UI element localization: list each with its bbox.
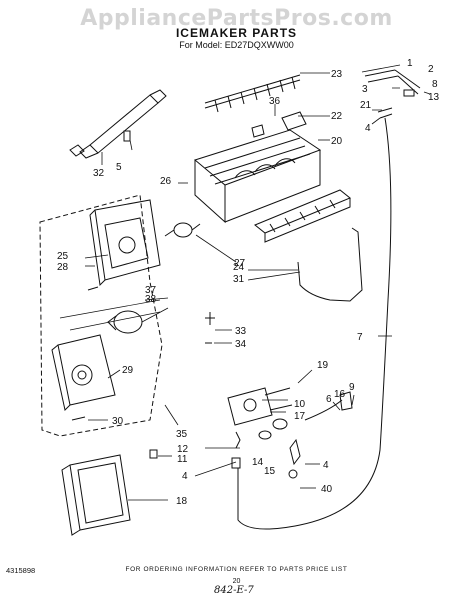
page-number: 20 (232, 578, 241, 585)
ordering-note: FOR ORDERING INFORMATION REFER TO PARTS … (125, 566, 348, 573)
callout-3: 3 (362, 84, 368, 95)
callout-40: 40 (321, 484, 333, 495)
callout-16: 16 (334, 389, 346, 400)
part-16 (339, 391, 353, 411)
fill-tube-part (69, 89, 167, 159)
callout-34: 34 (235, 339, 247, 350)
callout-4d: 4 (323, 460, 329, 471)
shutoff-arm-part (297, 227, 363, 302)
callout-13: 13 (428, 92, 440, 103)
callout-20: 20 (331, 136, 343, 147)
callout-17: 17 (294, 411, 306, 422)
callout-labels: 1 2 3 4 5 6 7 8 9 10 11 12 13 14 15 16 1… (57, 58, 440, 507)
callout-5: 5 (116, 162, 122, 173)
callout-4c: 4 (182, 471, 188, 482)
part-40 (288, 469, 298, 479)
callout-29: 29 (122, 365, 134, 376)
inlet-fitting-part (364, 69, 421, 119)
callout-10: 10 (294, 399, 306, 410)
nut-part-4 (289, 438, 301, 466)
callout-22: 22 (331, 111, 343, 122)
ejector-part (204, 74, 301, 113)
callout-25: 25 (57, 251, 69, 262)
callout-7: 7 (357, 332, 363, 343)
callout-33: 33 (235, 326, 247, 337)
stripper-part (254, 189, 351, 243)
coupler-part (164, 222, 201, 238)
document-code: 4315898 (6, 566, 36, 575)
callout-36: 36 (269, 96, 281, 107)
callout-26: 26 (160, 176, 172, 187)
callout-18: 18 (176, 496, 188, 507)
callout-1: 1 (407, 58, 413, 69)
callout-31: 31 (233, 274, 245, 285)
callout-11: 11 (177, 454, 188, 465)
panel-part (61, 454, 131, 536)
leader-lines (84, 64, 431, 501)
callout-2: 2 (428, 64, 434, 75)
callout-24: 24 (233, 262, 245, 273)
callout-28: 28 (57, 262, 69, 273)
callout-15: 15 (264, 466, 276, 477)
callout-12: 12 (177, 444, 189, 455)
callout-19: 19 (317, 360, 329, 371)
harness-part (205, 312, 215, 325)
callout-35: 35 (176, 429, 188, 440)
mold-part (193, 129, 322, 224)
handwritten-note: 842-E-7 (214, 585, 254, 596)
mounting-plate-part (51, 334, 116, 412)
water-valve-part (227, 387, 293, 440)
screw-part-5 (123, 130, 131, 142)
callout-14: 14 (252, 457, 264, 468)
page-title: ICEMAKER PARTS (175, 26, 298, 40)
callout-21: 21 (360, 100, 372, 111)
callout-32: 32 (93, 168, 105, 179)
callout-37: 37 (145, 285, 157, 296)
water-tube-part (237, 117, 392, 530)
thermostat-part (281, 111, 307, 131)
motor-part (107, 310, 143, 334)
callout-6: 6 (326, 394, 332, 405)
model-number: For Model: ED27DQXWW00 (179, 40, 294, 50)
callout-4: 4 (365, 123, 371, 134)
callout-27: 27 (234, 258, 246, 269)
screw-part-30 (71, 416, 86, 421)
callout-23: 23 (331, 69, 343, 80)
callout-9: 9 (349, 382, 355, 393)
watermark: AppliancePartsPros.com (80, 6, 393, 31)
fitting-part-12 (149, 449, 158, 459)
callout-38: 38 (145, 294, 157, 305)
housing-part (89, 199, 161, 287)
callout-8: 8 (432, 79, 438, 90)
callout-30: 30 (112, 416, 124, 427)
screw-part-28 (87, 286, 99, 291)
